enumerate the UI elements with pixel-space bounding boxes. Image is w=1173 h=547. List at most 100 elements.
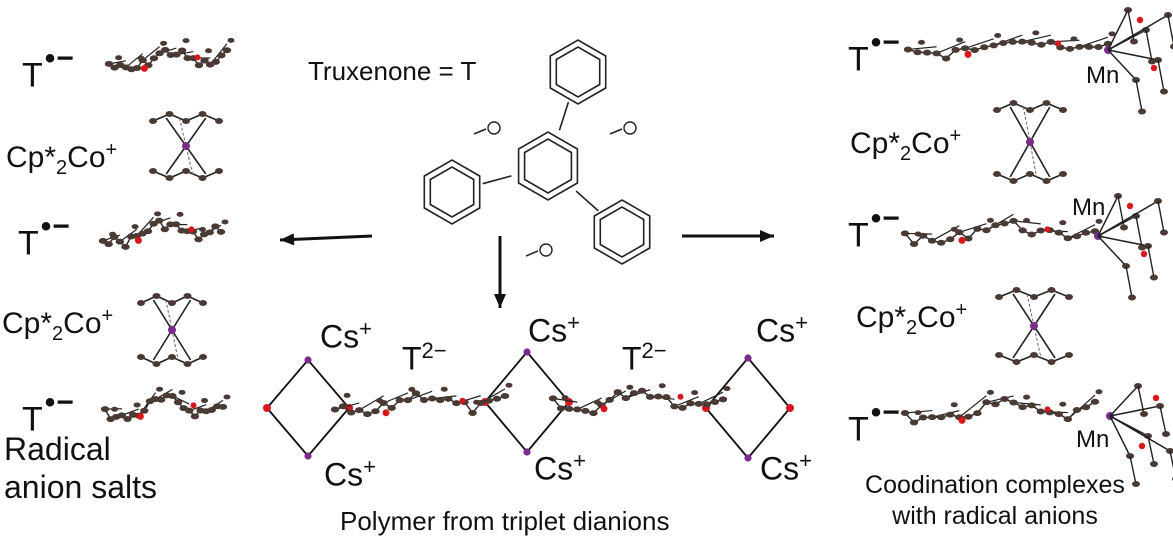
carbon-atom bbox=[999, 39, 1008, 46]
carbon-atom bbox=[156, 386, 164, 392]
oxygen-atom bbox=[600, 405, 608, 413]
inner-ring-line bbox=[429, 166, 475, 218]
carbon-atom bbox=[436, 397, 445, 404]
ligand-bond bbox=[1109, 405, 1161, 417]
carbon-atom bbox=[913, 49, 922, 56]
carbon-atom bbox=[115, 55, 123, 61]
ligand-bond bbox=[1147, 435, 1155, 465]
carbon-atom bbox=[1072, 233, 1082, 240]
carbon-atom bbox=[132, 64, 142, 71]
ligand-bond bbox=[1107, 14, 1169, 51]
inner-ring-line bbox=[599, 206, 645, 258]
carbon-atom bbox=[182, 118, 190, 124]
radical-anion-label: T•− bbox=[22, 42, 75, 95]
carbon-atom bbox=[117, 412, 127, 419]
carbon-atom bbox=[691, 390, 699, 396]
cobalt-atom bbox=[1030, 322, 1038, 330]
reaction-arrow bbox=[494, 236, 506, 308]
carbon-atom bbox=[1012, 359, 1021, 365]
carbon-atom bbox=[1094, 44, 1103, 51]
ring-bond bbox=[178, 117, 194, 175]
carbon-atom bbox=[1095, 389, 1103, 395]
carbon-atom bbox=[1000, 220, 1009, 227]
carbon-atom bbox=[1047, 287, 1056, 293]
left-caption-line: anion salts bbox=[4, 469, 157, 505]
carbon-atom bbox=[476, 399, 485, 406]
carbon-atom bbox=[626, 384, 634, 390]
ligand-bond bbox=[1167, 14, 1173, 45]
carbon-atom bbox=[492, 395, 502, 402]
carbon-atom bbox=[484, 397, 494, 404]
carbon-atom bbox=[182, 38, 190, 44]
carbon-atom bbox=[177, 47, 187, 54]
oxygen-atom bbox=[136, 412, 144, 420]
carbon-atom bbox=[936, 414, 946, 421]
ligand-bond bbox=[1107, 49, 1159, 61]
carbon-atom bbox=[1027, 402, 1036, 409]
oxygen-atom bbox=[263, 404, 271, 412]
bond-line bbox=[601, 390, 627, 406]
inner-ring-line bbox=[555, 46, 601, 98]
ligand-bond bbox=[1097, 200, 1159, 237]
carbon-atom bbox=[1150, 274, 1158, 281]
carbon-atom bbox=[199, 300, 207, 306]
carbon-atom bbox=[989, 42, 998, 49]
carbon-atom bbox=[355, 407, 364, 414]
manganese-complex bbox=[1094, 193, 1168, 301]
carbon-atom bbox=[1166, 448, 1173, 454]
carbon-atom bbox=[387, 404, 396, 411]
carbon-atom bbox=[217, 52, 226, 59]
carbon-atom bbox=[1046, 38, 1056, 45]
truxenone-anion-molecule bbox=[903, 30, 1116, 62]
carbon-atom bbox=[658, 383, 666, 389]
cobaltocenium-cation bbox=[993, 100, 1067, 184]
carbon-atom bbox=[1170, 43, 1173, 50]
coordination-bond bbox=[526, 351, 570, 403]
oxygen-atom bbox=[459, 397, 466, 404]
carbon-atom bbox=[227, 37, 235, 43]
carbon-atom bbox=[1063, 235, 1073, 242]
carbon-atom bbox=[121, 243, 130, 250]
carbon-atom bbox=[914, 410, 922, 416]
carbon-atom bbox=[505, 382, 513, 388]
arrow-head bbox=[280, 233, 295, 246]
carbon-atom bbox=[702, 401, 712, 408]
ligand-bond bbox=[1109, 415, 1131, 457]
carbon-atom bbox=[137, 354, 145, 360]
carbon-atom bbox=[363, 411, 372, 418]
carbon-atom bbox=[149, 118, 157, 124]
radical-anion-label: T•− bbox=[848, 202, 901, 255]
carbon-atom bbox=[903, 46, 913, 53]
cobaltocenium-label: Cp*2Co+ bbox=[856, 299, 968, 339]
oxygen-atom bbox=[140, 64, 148, 72]
carbon-atom bbox=[172, 51, 181, 58]
carbon-atom bbox=[160, 40, 168, 46]
carbon-atom bbox=[1032, 30, 1040, 36]
bond-line bbox=[1067, 394, 1096, 420]
carbon-atom bbox=[1059, 107, 1067, 113]
carbon-atom bbox=[605, 396, 614, 403]
benzo-ring bbox=[593, 199, 651, 265]
manganese-label: Mn bbox=[1072, 194, 1106, 221]
ligand-bond bbox=[1097, 235, 1149, 247]
carbon-atom bbox=[573, 406, 582, 413]
cobalt-atom bbox=[182, 142, 190, 150]
ligand-bond bbox=[1109, 415, 1171, 452]
carbon-atom bbox=[670, 403, 679, 410]
carbon-atom bbox=[185, 407, 194, 414]
carbon-atom bbox=[918, 414, 928, 421]
carbon-atom bbox=[982, 227, 991, 234]
truxenone-structure bbox=[423, 39, 651, 265]
carbon-atom bbox=[222, 47, 232, 54]
structure-title: Truxenone = T bbox=[308, 56, 477, 86]
carbon-atom bbox=[941, 55, 951, 62]
carbon-atom bbox=[408, 386, 416, 392]
coordination-bond bbox=[266, 407, 309, 457]
oxygen-atom bbox=[958, 416, 966, 424]
carbon-atom bbox=[1009, 100, 1018, 106]
carbon-atom bbox=[346, 409, 356, 416]
carbon-atom bbox=[199, 354, 207, 360]
cesium-atom bbox=[523, 348, 531, 356]
